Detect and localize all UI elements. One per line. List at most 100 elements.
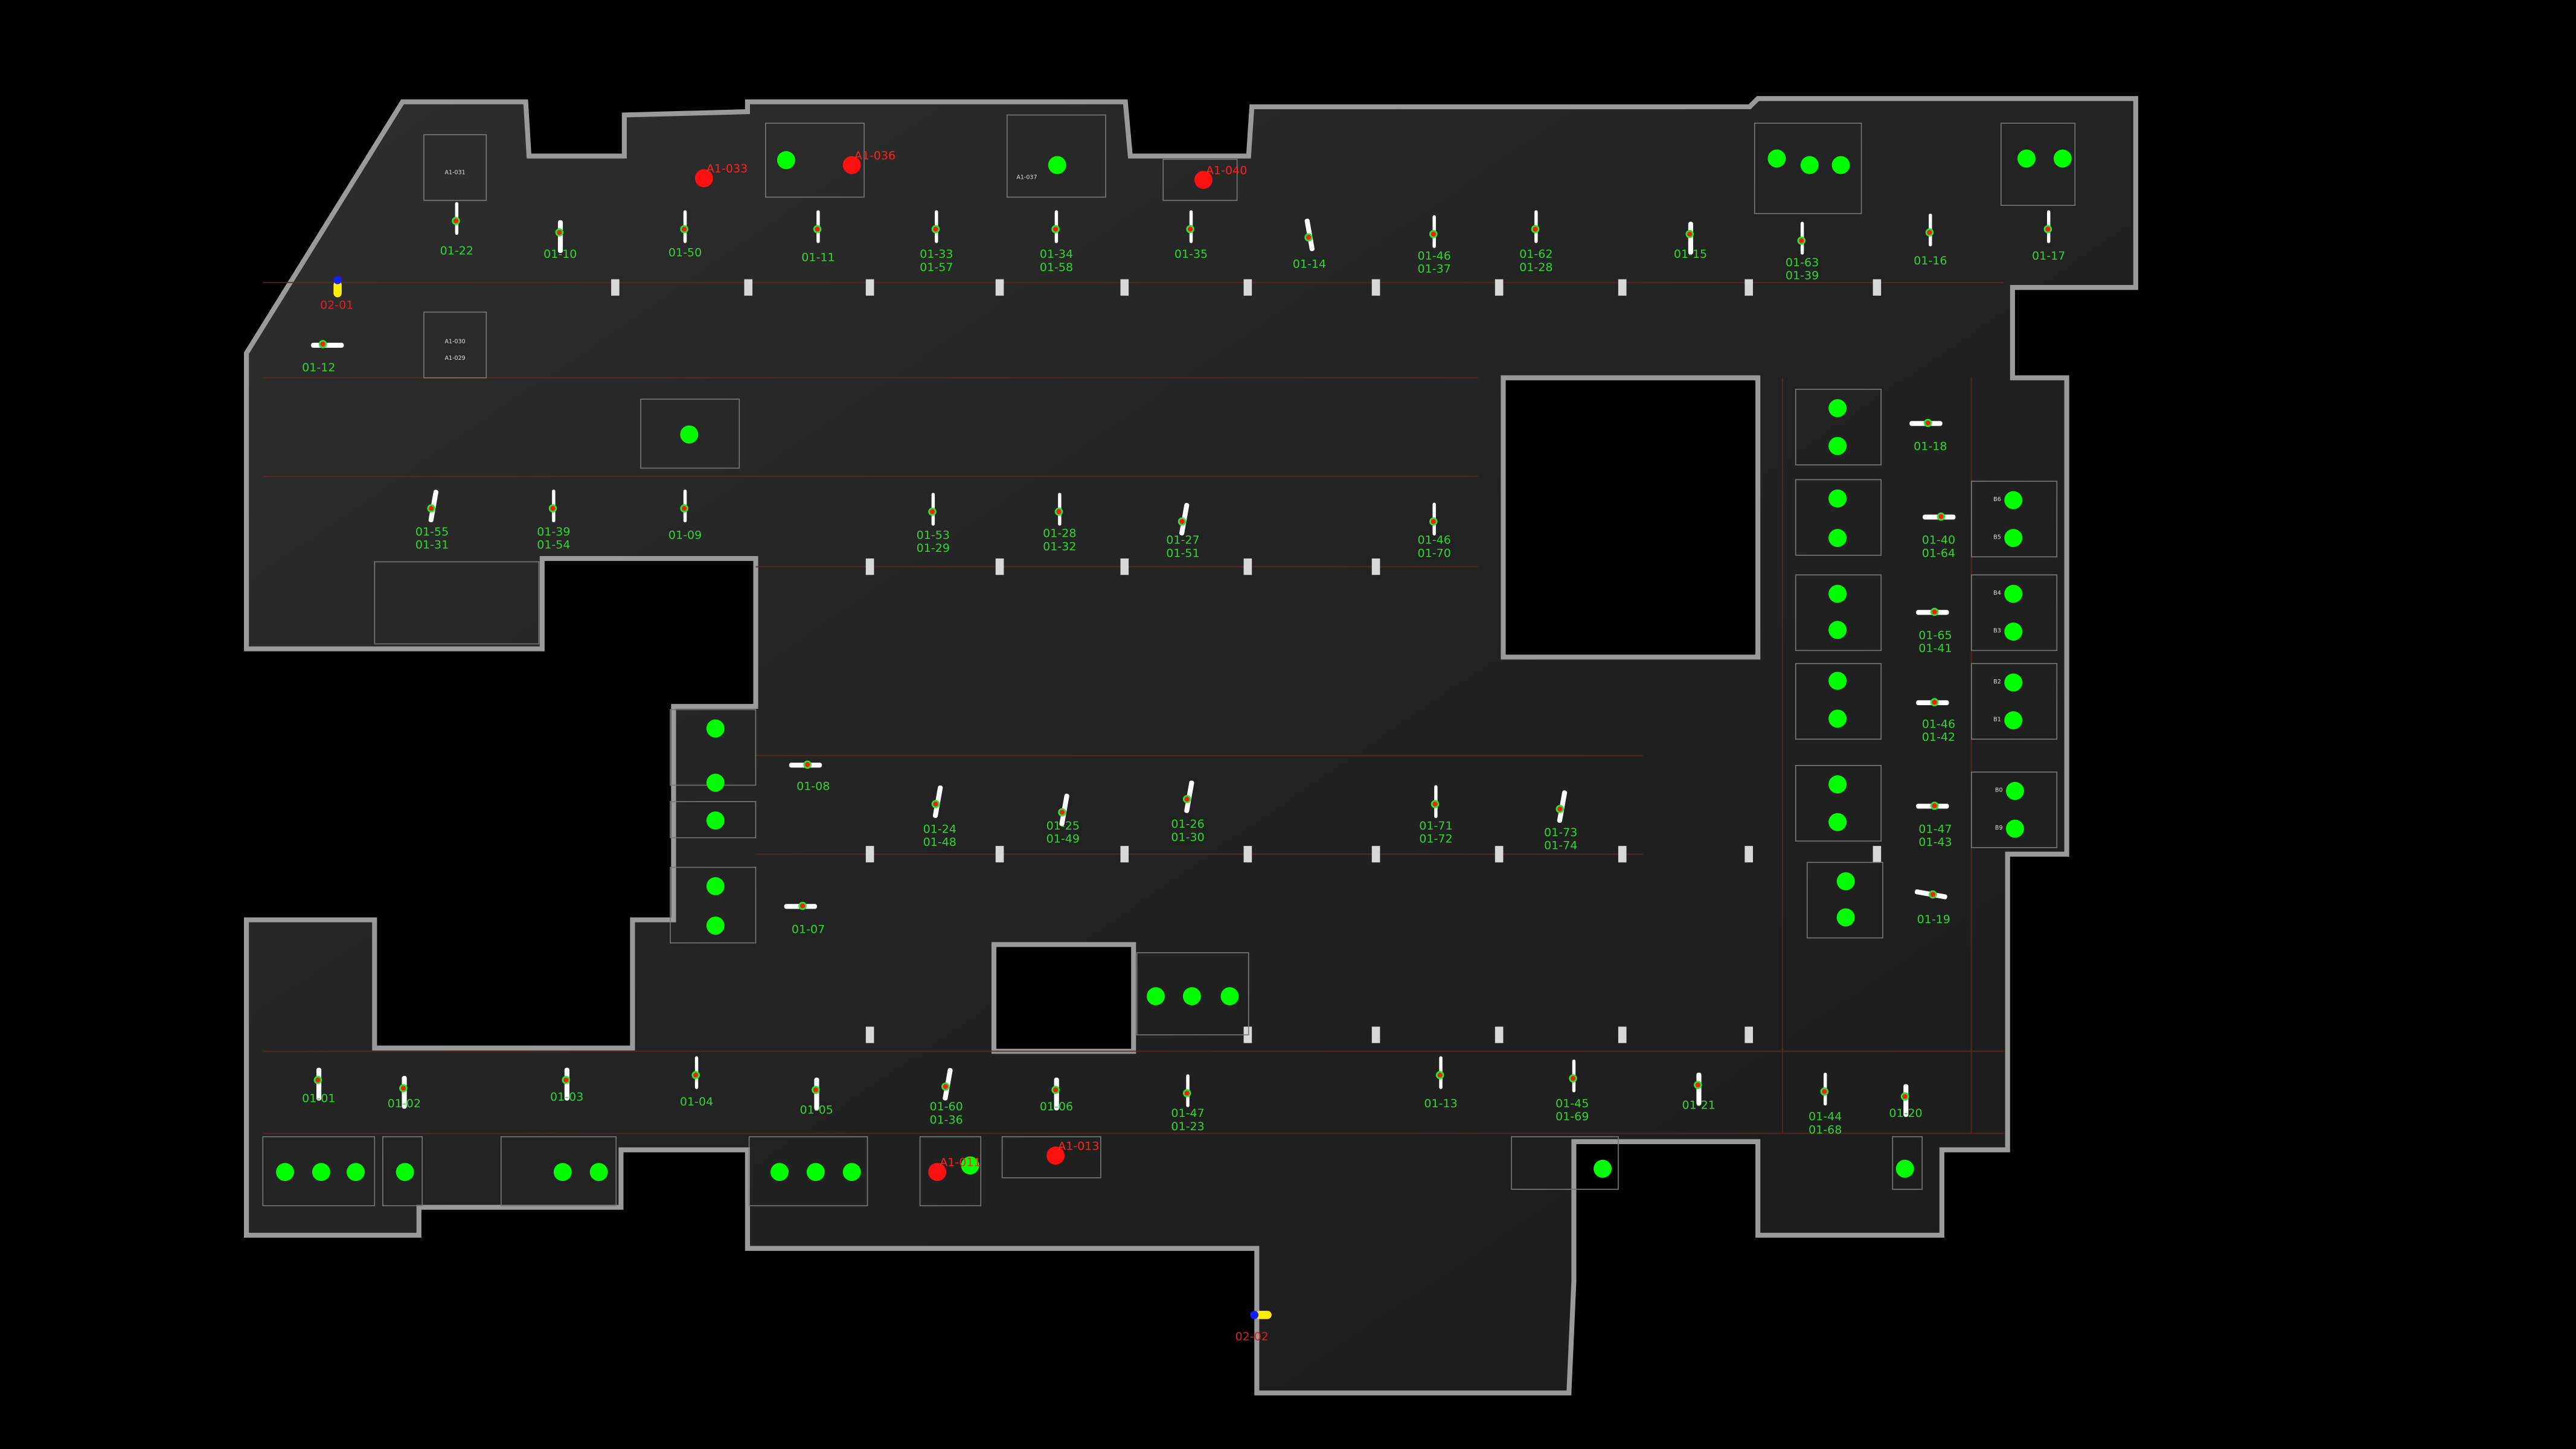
free-parking-spot[interactable] bbox=[806, 1162, 824, 1180]
free-parking-spot[interactable] bbox=[705, 915, 724, 934]
camera-label[interactable]: 01-03 bbox=[550, 1091, 583, 1104]
free-parking-spot[interactable] bbox=[1799, 155, 1818, 174]
free-parking-spot[interactable] bbox=[1895, 1159, 1914, 1177]
free-parking-spot[interactable] bbox=[2003, 710, 2022, 729]
camera-label[interactable]: 01-02 bbox=[388, 1097, 421, 1110]
camera-label[interactable]: 01-07 bbox=[792, 923, 825, 936]
occupied-parking-spot[interactable] bbox=[1193, 170, 1212, 188]
free-parking-spot[interactable] bbox=[679, 424, 697, 443]
camera-label[interactable]: 01-21 bbox=[1682, 1099, 1716, 1112]
free-parking-spot[interactable] bbox=[395, 1162, 414, 1180]
free-parking-spot[interactable] bbox=[553, 1162, 571, 1180]
free-parking-spot[interactable] bbox=[705, 810, 724, 829]
free-parking-spot[interactable] bbox=[275, 1162, 293, 1180]
camera-label[interactable]: 01-01 bbox=[302, 1092, 335, 1105]
occupied-parking-spot[interactable] bbox=[927, 1162, 946, 1180]
free-parking-spot[interactable] bbox=[1827, 812, 1846, 831]
free-parking-spot[interactable] bbox=[345, 1162, 364, 1180]
free-parking-spot[interactable] bbox=[1220, 986, 1238, 1005]
camera-label[interactable]: 01-22 bbox=[440, 245, 473, 258]
camera-label[interactable]: 01-17 bbox=[2032, 250, 2065, 263]
free-parking-spot[interactable] bbox=[2003, 673, 2022, 691]
camera-label[interactable]: 01-19 bbox=[1917, 913, 1950, 927]
free-parking-spot[interactable] bbox=[705, 773, 724, 792]
free-parking-spot[interactable] bbox=[2052, 149, 2071, 167]
free-parking-spot[interactable] bbox=[2005, 781, 2023, 799]
free-parking-spot[interactable] bbox=[589, 1162, 607, 1180]
free-parking-spot[interactable] bbox=[2005, 819, 2023, 837]
occupied-parking-spot[interactable] bbox=[694, 168, 713, 187]
free-parking-spot[interactable] bbox=[1592, 1159, 1611, 1177]
camera-label[interactable]: 01-20 bbox=[1889, 1107, 1922, 1121]
free-parking-spot[interactable] bbox=[1827, 528, 1846, 546]
free-parking-spot[interactable] bbox=[705, 718, 724, 737]
camera-label[interactable]: 01-18 bbox=[1914, 440, 1947, 453]
camera-label[interactable]: 01-12 bbox=[302, 362, 335, 375]
camera-label[interactable]: 01-50 bbox=[668, 246, 702, 260]
free-parking-spot[interactable] bbox=[1827, 774, 1846, 793]
camera-label[interactable]: 01-16 bbox=[1914, 255, 1947, 268]
free-parking-spot[interactable] bbox=[1827, 620, 1846, 638]
free-parking-spot[interactable] bbox=[1836, 907, 1854, 926]
free-parking-spot[interactable] bbox=[1836, 871, 1854, 890]
free-parking-spot[interactable] bbox=[769, 1162, 788, 1180]
free-parking-spot[interactable] bbox=[2016, 149, 2035, 167]
camera-label[interactable]: 01-14 bbox=[1293, 258, 1326, 271]
free-parking-spot[interactable] bbox=[1145, 986, 1164, 1005]
camera-label[interactable]: 01-11 bbox=[801, 251, 835, 264]
free-parking-spot[interactable] bbox=[1827, 708, 1846, 727]
camera-label[interactable]: 01-35 bbox=[1174, 248, 1208, 261]
camera-label[interactable]: 01-15 bbox=[1674, 248, 1707, 261]
free-parking-spot[interactable] bbox=[1767, 149, 1786, 167]
free-parking-spot[interactable] bbox=[1047, 155, 1066, 174]
free-parking-spot[interactable] bbox=[1827, 671, 1846, 689]
free-parking-spot[interactable] bbox=[1827, 488, 1846, 507]
free-parking-spot[interactable] bbox=[2003, 528, 2022, 546]
free-parking-spot[interactable] bbox=[2003, 490, 2022, 509]
free-parking-spot[interactable] bbox=[705, 876, 724, 895]
free-parking-spot[interactable] bbox=[311, 1162, 330, 1180]
camera-label[interactable]: 01-09 bbox=[668, 529, 702, 542]
free-parking-spot[interactable] bbox=[1831, 155, 1850, 174]
camera-label[interactable]: 01-13 bbox=[1424, 1097, 1457, 1110]
occupied-parking-spot[interactable] bbox=[1045, 1145, 1064, 1164]
free-parking-spot[interactable] bbox=[776, 150, 795, 168]
camera-label[interactable]: 01-08 bbox=[796, 780, 830, 793]
free-parking-spot[interactable] bbox=[1827, 398, 1846, 417]
camera-label[interactable]: 01-04 bbox=[680, 1096, 713, 1109]
free-parking-spot[interactable] bbox=[1827, 436, 1846, 455]
free-parking-spot[interactable] bbox=[1182, 986, 1200, 1005]
free-parking-spot[interactable] bbox=[842, 1162, 860, 1180]
free-parking-spot[interactable] bbox=[2003, 621, 2022, 640]
camera-label[interactable]: 01-06 bbox=[1040, 1101, 1073, 1114]
free-parking-spot[interactable] bbox=[960, 1156, 979, 1174]
free-parking-spot[interactable] bbox=[2003, 584, 2022, 603]
camera-label[interactable]: 01-10 bbox=[543, 248, 577, 261]
camera-label[interactable]: 01-05 bbox=[800, 1104, 833, 1117]
free-parking-spot[interactable] bbox=[1827, 584, 1846, 603]
occupied-parking-spot[interactable] bbox=[842, 155, 860, 174]
